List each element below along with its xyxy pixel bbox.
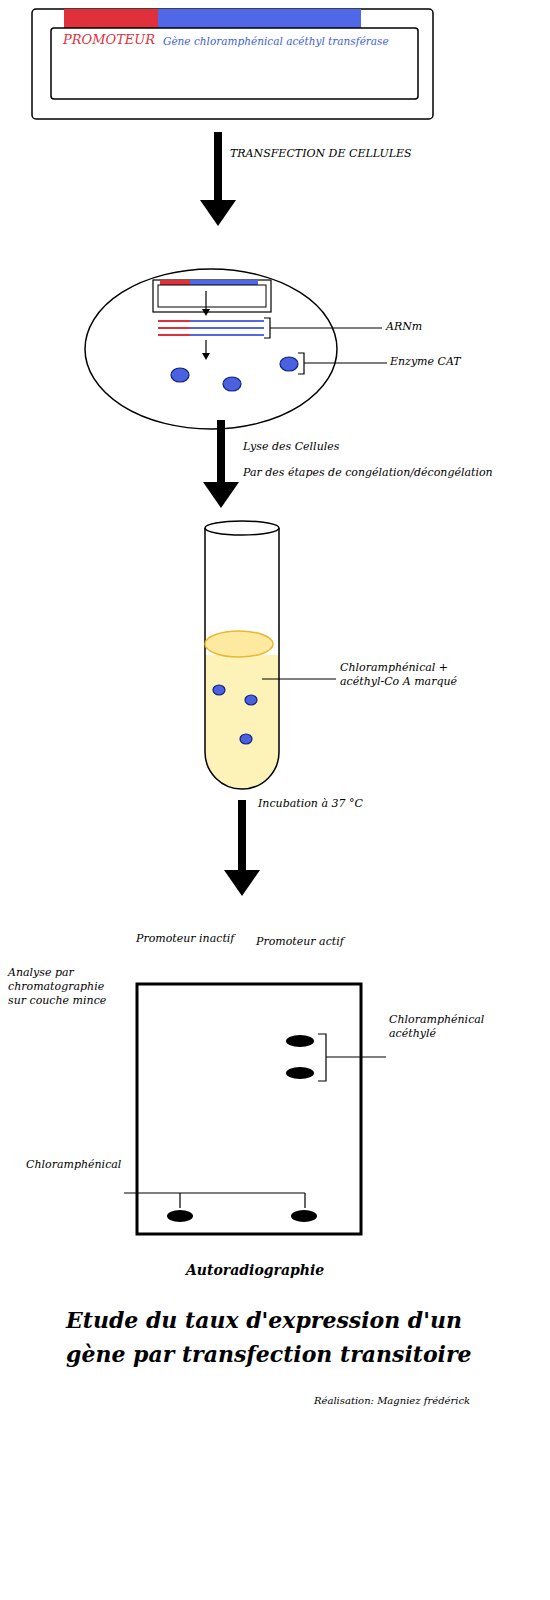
arrow-head	[200, 200, 236, 226]
figure-label: Autoradiographie	[186, 1262, 324, 1280]
gene-bar	[158, 9, 361, 28]
step-label: Par des étapes de congélation/décongélat…	[243, 466, 493, 480]
enzyme-dots	[171, 357, 298, 391]
promoter-label: PROMOTEUR	[63, 32, 155, 48]
credit: Réalisation: Magniez frédérick	[314, 1395, 470, 1408]
arrow-shaft	[217, 420, 225, 484]
arrow-shaft	[214, 132, 222, 202]
step-label: TRANSFECTION DE CELLULES	[230, 147, 412, 161]
arrow-head	[203, 482, 239, 508]
arrow-shaft	[238, 800, 246, 872]
callout-label: Chloramphénical	[26, 1158, 121, 1172]
plasmid-outline	[32, 9, 433, 119]
plasmid-small	[153, 280, 271, 312]
callout-label: Chloramphénical + acéthyl-Co A marqué	[340, 661, 490, 689]
callout-label: ARNm	[386, 320, 422, 334]
step-label: Lyse des Cellules	[243, 440, 339, 454]
method-label: Analyse par chromatographie sur couche m…	[8, 966, 113, 1007]
plasmid-small-inner	[158, 285, 266, 307]
liquid-surface	[205, 631, 273, 657]
title: Etude du taux d'expression d'un gène par…	[66, 1303, 486, 1371]
promoter-bar-small	[160, 280, 190, 285]
lane-label: Promoteur actif	[256, 935, 344, 949]
promoter-bar	[64, 9, 158, 28]
gene-label: Gène chloramphénical acéthyl transférase	[163, 35, 389, 48]
lane-label: Promoteur inactif	[136, 932, 234, 946]
arrow-head	[202, 353, 210, 360]
tube-mouth	[205, 521, 279, 535]
enzyme-dots	[213, 685, 257, 744]
tube-outline	[205, 528, 279, 789]
callout-label: Chloramphénical acéthylé	[389, 1013, 489, 1041]
leader-line	[264, 318, 382, 338]
plasmid-inner	[51, 28, 418, 99]
tube-liquid	[205, 655, 279, 789]
leader-line	[262, 678, 336, 679]
mrna	[158, 321, 264, 335]
cell-outline	[85, 269, 337, 429]
transcription-arrow	[205, 291, 206, 312]
step-label: Incubation à 37 °C	[258, 797, 363, 811]
gene-bar-small	[190, 280, 258, 285]
leader-line	[124, 1193, 305, 1208]
leader-line	[298, 353, 387, 374]
plasmid-box: PROMOTEUR Gène chloramphénical acéthyl tr…	[51, 28, 418, 99]
arrow-head	[224, 870, 260, 896]
tlc-plate	[137, 984, 361, 1234]
leader-line	[318, 1034, 386, 1081]
callout-label: Enzyme CAT	[390, 355, 461, 369]
arrow-head	[202, 309, 210, 316]
spots	[167, 1035, 317, 1222]
